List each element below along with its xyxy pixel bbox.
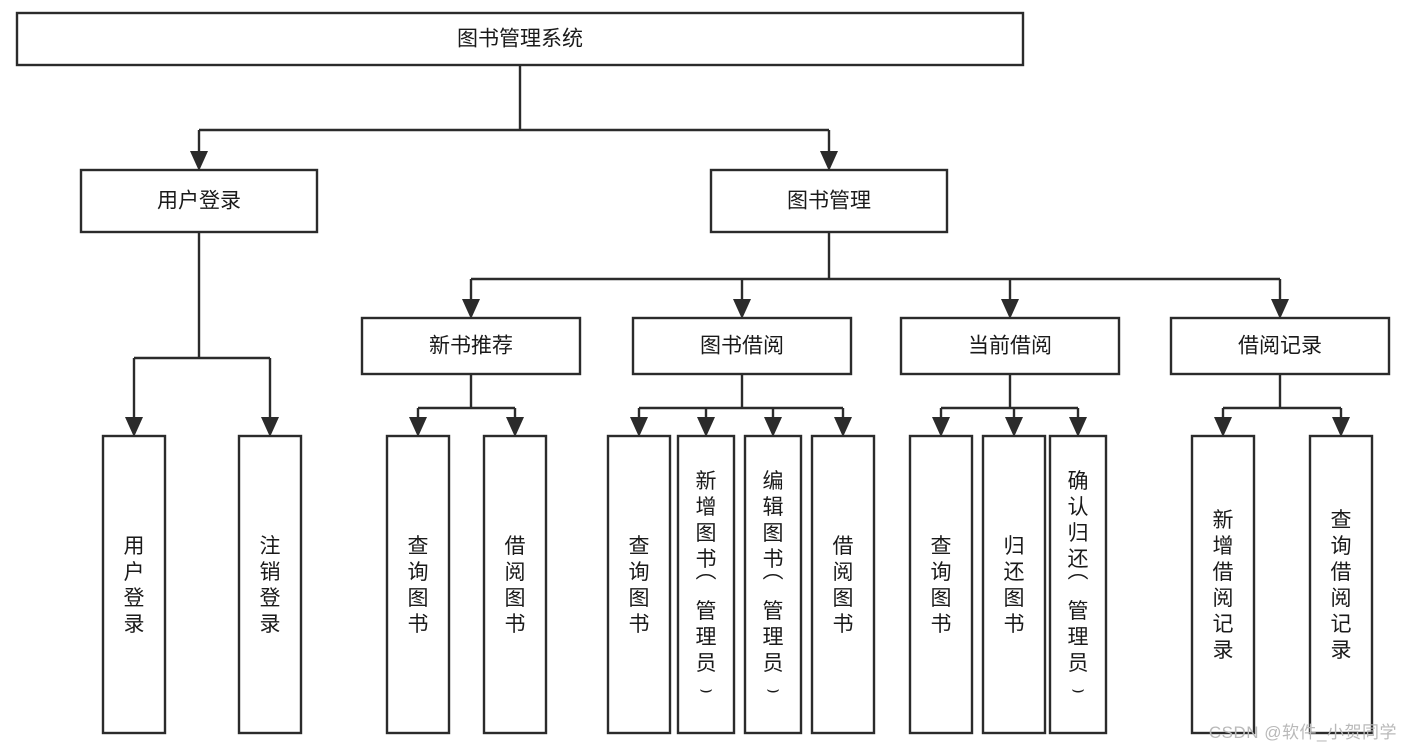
node-borrow-record[interactable]: 借阅记录	[1169, 316, 1391, 376]
node-leaf-return-book[interactable]: 归还图书	[981, 434, 1047, 735]
node-label: 图书借阅	[700, 335, 784, 358]
node-label: 图书管理系统	[457, 28, 583, 51]
arrow-head-icon	[630, 417, 648, 437]
node-leaf-query-book-1[interactable]: 查询图书	[385, 434, 451, 735]
connector-group-current-borrow	[932, 374, 1087, 437]
connector-group-borrow-record	[1214, 374, 1350, 437]
node-label: 编辑图书⌒管理员⌣	[763, 470, 784, 701]
node-leaf-query-book-3[interactable]: 查询图书	[908, 434, 974, 735]
connector-group-new-book-rec	[409, 374, 524, 437]
node-box	[15, 11, 1025, 67]
node-box	[237, 434, 303, 735]
nodes-layer: 图书管理系统用户登录图书管理新书推荐图书借阅当前借阅借阅记录用户登录注销登录查询…	[15, 11, 1391, 735]
node-label: 图书管理	[787, 190, 871, 213]
node-box	[79, 168, 319, 234]
node-box	[908, 434, 974, 735]
node-label: 确认归还⌒管理员⌣	[1068, 470, 1089, 701]
node-box	[482, 434, 548, 735]
node-label: 借阅记录	[1238, 335, 1322, 358]
node-label: 用户登录	[157, 190, 241, 213]
node-book-borrow[interactable]: 图书借阅	[631, 316, 853, 376]
arrow-head-icon	[733, 299, 751, 319]
connector-group-root	[190, 65, 838, 171]
node-box	[385, 434, 451, 735]
arrow-head-icon	[261, 417, 279, 437]
node-box	[676, 434, 736, 735]
node-leaf-logout[interactable]: 注销登录	[237, 434, 303, 735]
arrow-head-icon	[764, 417, 782, 437]
node-label: 借阅图书	[505, 535, 526, 636]
node-label: 查询图书	[408, 535, 429, 636]
node-box	[743, 434, 803, 735]
arrow-head-icon	[834, 417, 852, 437]
node-new-book-rec[interactable]: 新书推荐	[360, 316, 582, 376]
arrow-head-icon	[1069, 417, 1087, 437]
arrow-head-icon	[1005, 417, 1023, 437]
node-leaf-query-book-2[interactable]: 查询图书	[606, 434, 672, 735]
node-label: 新书推荐	[429, 335, 513, 358]
node-leaf-edit-book[interactable]: 编辑图书⌒管理员⌣	[743, 434, 803, 735]
node-label: 用户登录	[124, 535, 145, 636]
node-box	[981, 434, 1047, 735]
node-root[interactable]: 图书管理系统	[15, 11, 1025, 67]
connector-group-book-borrow	[630, 374, 852, 437]
node-box	[1190, 434, 1256, 735]
node-label: 查询图书	[931, 535, 952, 636]
node-box	[631, 316, 853, 376]
node-leaf-add-record[interactable]: 新增借阅记录	[1190, 434, 1256, 735]
node-box	[899, 316, 1121, 376]
node-box	[1308, 434, 1374, 735]
node-box	[360, 316, 582, 376]
arrow-head-icon	[1271, 299, 1289, 319]
node-leaf-user-login[interactable]: 用户登录	[101, 434, 167, 735]
arrow-head-icon	[1214, 417, 1232, 437]
arrow-head-icon	[409, 417, 427, 437]
arrow-head-icon	[190, 151, 208, 171]
arrow-head-icon	[820, 151, 838, 171]
node-box	[1048, 434, 1108, 735]
arrow-head-icon	[125, 417, 143, 437]
arrow-head-icon	[462, 299, 480, 319]
node-label: 当前借阅	[968, 335, 1052, 358]
node-label: 查询借阅记录	[1331, 509, 1352, 662]
node-label: 借阅图书	[833, 535, 854, 636]
node-label: 归还图书	[1004, 535, 1025, 636]
node-leaf-borrow-book-2[interactable]: 借阅图书	[810, 434, 876, 735]
node-book-manage[interactable]: 图书管理	[709, 168, 949, 234]
node-box	[101, 434, 167, 735]
connectors-layer	[125, 65, 1350, 437]
node-label: 查询图书	[629, 535, 650, 636]
arrow-head-icon	[1001, 299, 1019, 319]
arrow-head-icon	[697, 417, 715, 437]
node-box	[810, 434, 876, 735]
arrow-head-icon	[1332, 417, 1350, 437]
node-leaf-borrow-book-1[interactable]: 借阅图书	[482, 434, 548, 735]
node-box	[1169, 316, 1391, 376]
node-label: 新增图书⌒管理员⌣	[696, 470, 717, 701]
node-box	[709, 168, 949, 234]
node-user-login[interactable]: 用户登录	[79, 168, 319, 234]
node-box	[606, 434, 672, 735]
arrow-head-icon	[932, 417, 950, 437]
node-leaf-confirm-return[interactable]: 确认归还⌒管理员⌣	[1048, 434, 1108, 735]
node-leaf-query-record[interactable]: 查询借阅记录	[1308, 434, 1374, 735]
node-current-borrow[interactable]: 当前借阅	[899, 316, 1121, 376]
node-label: 新增借阅记录	[1213, 509, 1234, 662]
node-label: 注销登录	[260, 535, 281, 636]
csdn-watermark: CSDN @软件_小贺同学	[1208, 723, 1397, 742]
arrow-head-icon	[506, 417, 524, 437]
connector-group-user-login	[125, 232, 279, 437]
node-leaf-add-book[interactable]: 新增图书⌒管理员⌣	[676, 434, 736, 735]
connector-group-book-manage	[462, 232, 1289, 319]
